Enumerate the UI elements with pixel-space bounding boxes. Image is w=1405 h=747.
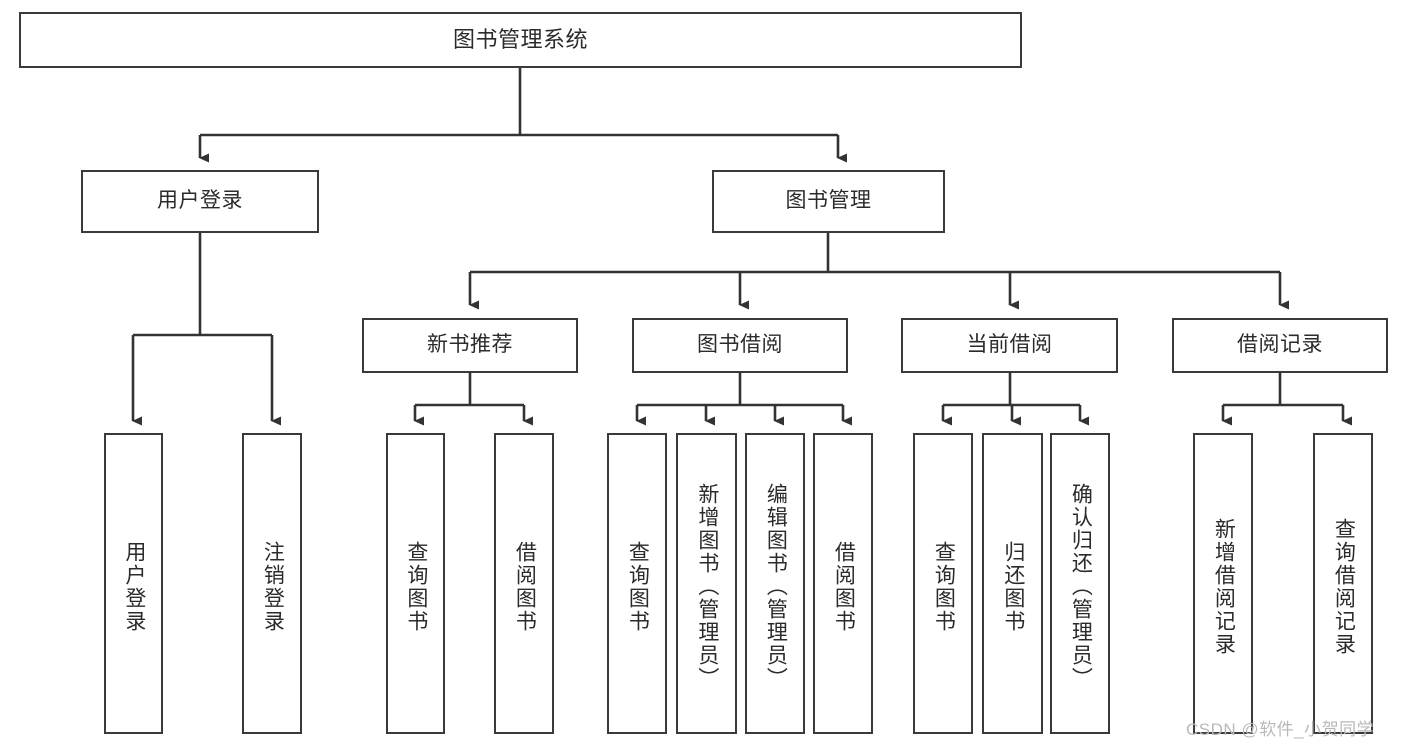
leaf-confirm-return-admin[interactable]: 确认归还（管理员） [1050, 433, 1110, 734]
node-label: 查询借阅记录 [1332, 517, 1356, 656]
leaf-return-book[interactable]: 归还图书 [982, 433, 1043, 734]
node-label: 新增图书（管理员） [695, 483, 719, 690]
node-label: 查询图书 [932, 540, 956, 633]
node-label: 当前借阅 [966, 333, 1053, 357]
node-label: 图书管理 [785, 189, 872, 213]
leaf-borrow-book-recommend[interactable]: 借阅图书 [494, 433, 554, 734]
leaf-edit-book-admin[interactable]: 编辑图书（管理员） [745, 433, 805, 734]
node-label: 编辑图书（管理员） [764, 483, 788, 690]
node-current-borrow[interactable]: 当前借阅 [901, 318, 1118, 373]
csdn-watermark: CSDN @软件_小贺同学 [1186, 720, 1375, 739]
node-label: 查询图书 [404, 540, 428, 633]
leaf-add-borrow-record[interactable]: 新增借阅记录 [1193, 433, 1253, 734]
node-new-book-recommend[interactable]: 新书推荐 [362, 318, 578, 373]
node-label: 新增借阅记录 [1212, 517, 1236, 656]
node-root-system[interactable]: 图书管理系统 [19, 12, 1022, 68]
node-label: 归还图书 [1001, 540, 1025, 633]
leaf-query-book-current[interactable]: 查询图书 [913, 433, 973, 734]
leaf-logout-login[interactable]: 注销登录 [242, 433, 302, 734]
node-label: 用户登录 [157, 189, 243, 213]
node-book-management[interactable]: 图书管理 [712, 170, 945, 233]
leaf-query-book-recommend[interactable]: 查询图书 [386, 433, 445, 734]
node-label: 查询图书 [626, 540, 650, 633]
leaf-query-book-borrow[interactable]: 查询图书 [607, 433, 667, 734]
leaf-user-login[interactable]: 用户登录 [104, 433, 163, 734]
node-book-borrow[interactable]: 图书借阅 [632, 318, 848, 373]
node-borrow-record[interactable]: 借阅记录 [1172, 318, 1388, 373]
node-label: 图书借阅 [697, 333, 783, 357]
node-label: 借阅图书 [832, 540, 856, 633]
node-label: 用户登录 [122, 540, 146, 633]
node-label: 借阅记录 [1237, 333, 1323, 357]
node-user-login[interactable]: 用户登录 [81, 170, 319, 233]
leaf-borrow-book-borrow[interactable]: 借阅图书 [813, 433, 873, 734]
node-label: 借阅图书 [513, 540, 537, 633]
node-label: 注销登录 [261, 540, 285, 633]
node-label: 新书推荐 [427, 333, 513, 357]
node-label: 图书管理系统 [452, 27, 588, 53]
leaf-query-borrow-record[interactable]: 查询借阅记录 [1313, 433, 1373, 734]
leaf-add-book-admin[interactable]: 新增图书（管理员） [676, 433, 737, 734]
node-label: 确认归还（管理员） [1069, 483, 1093, 690]
